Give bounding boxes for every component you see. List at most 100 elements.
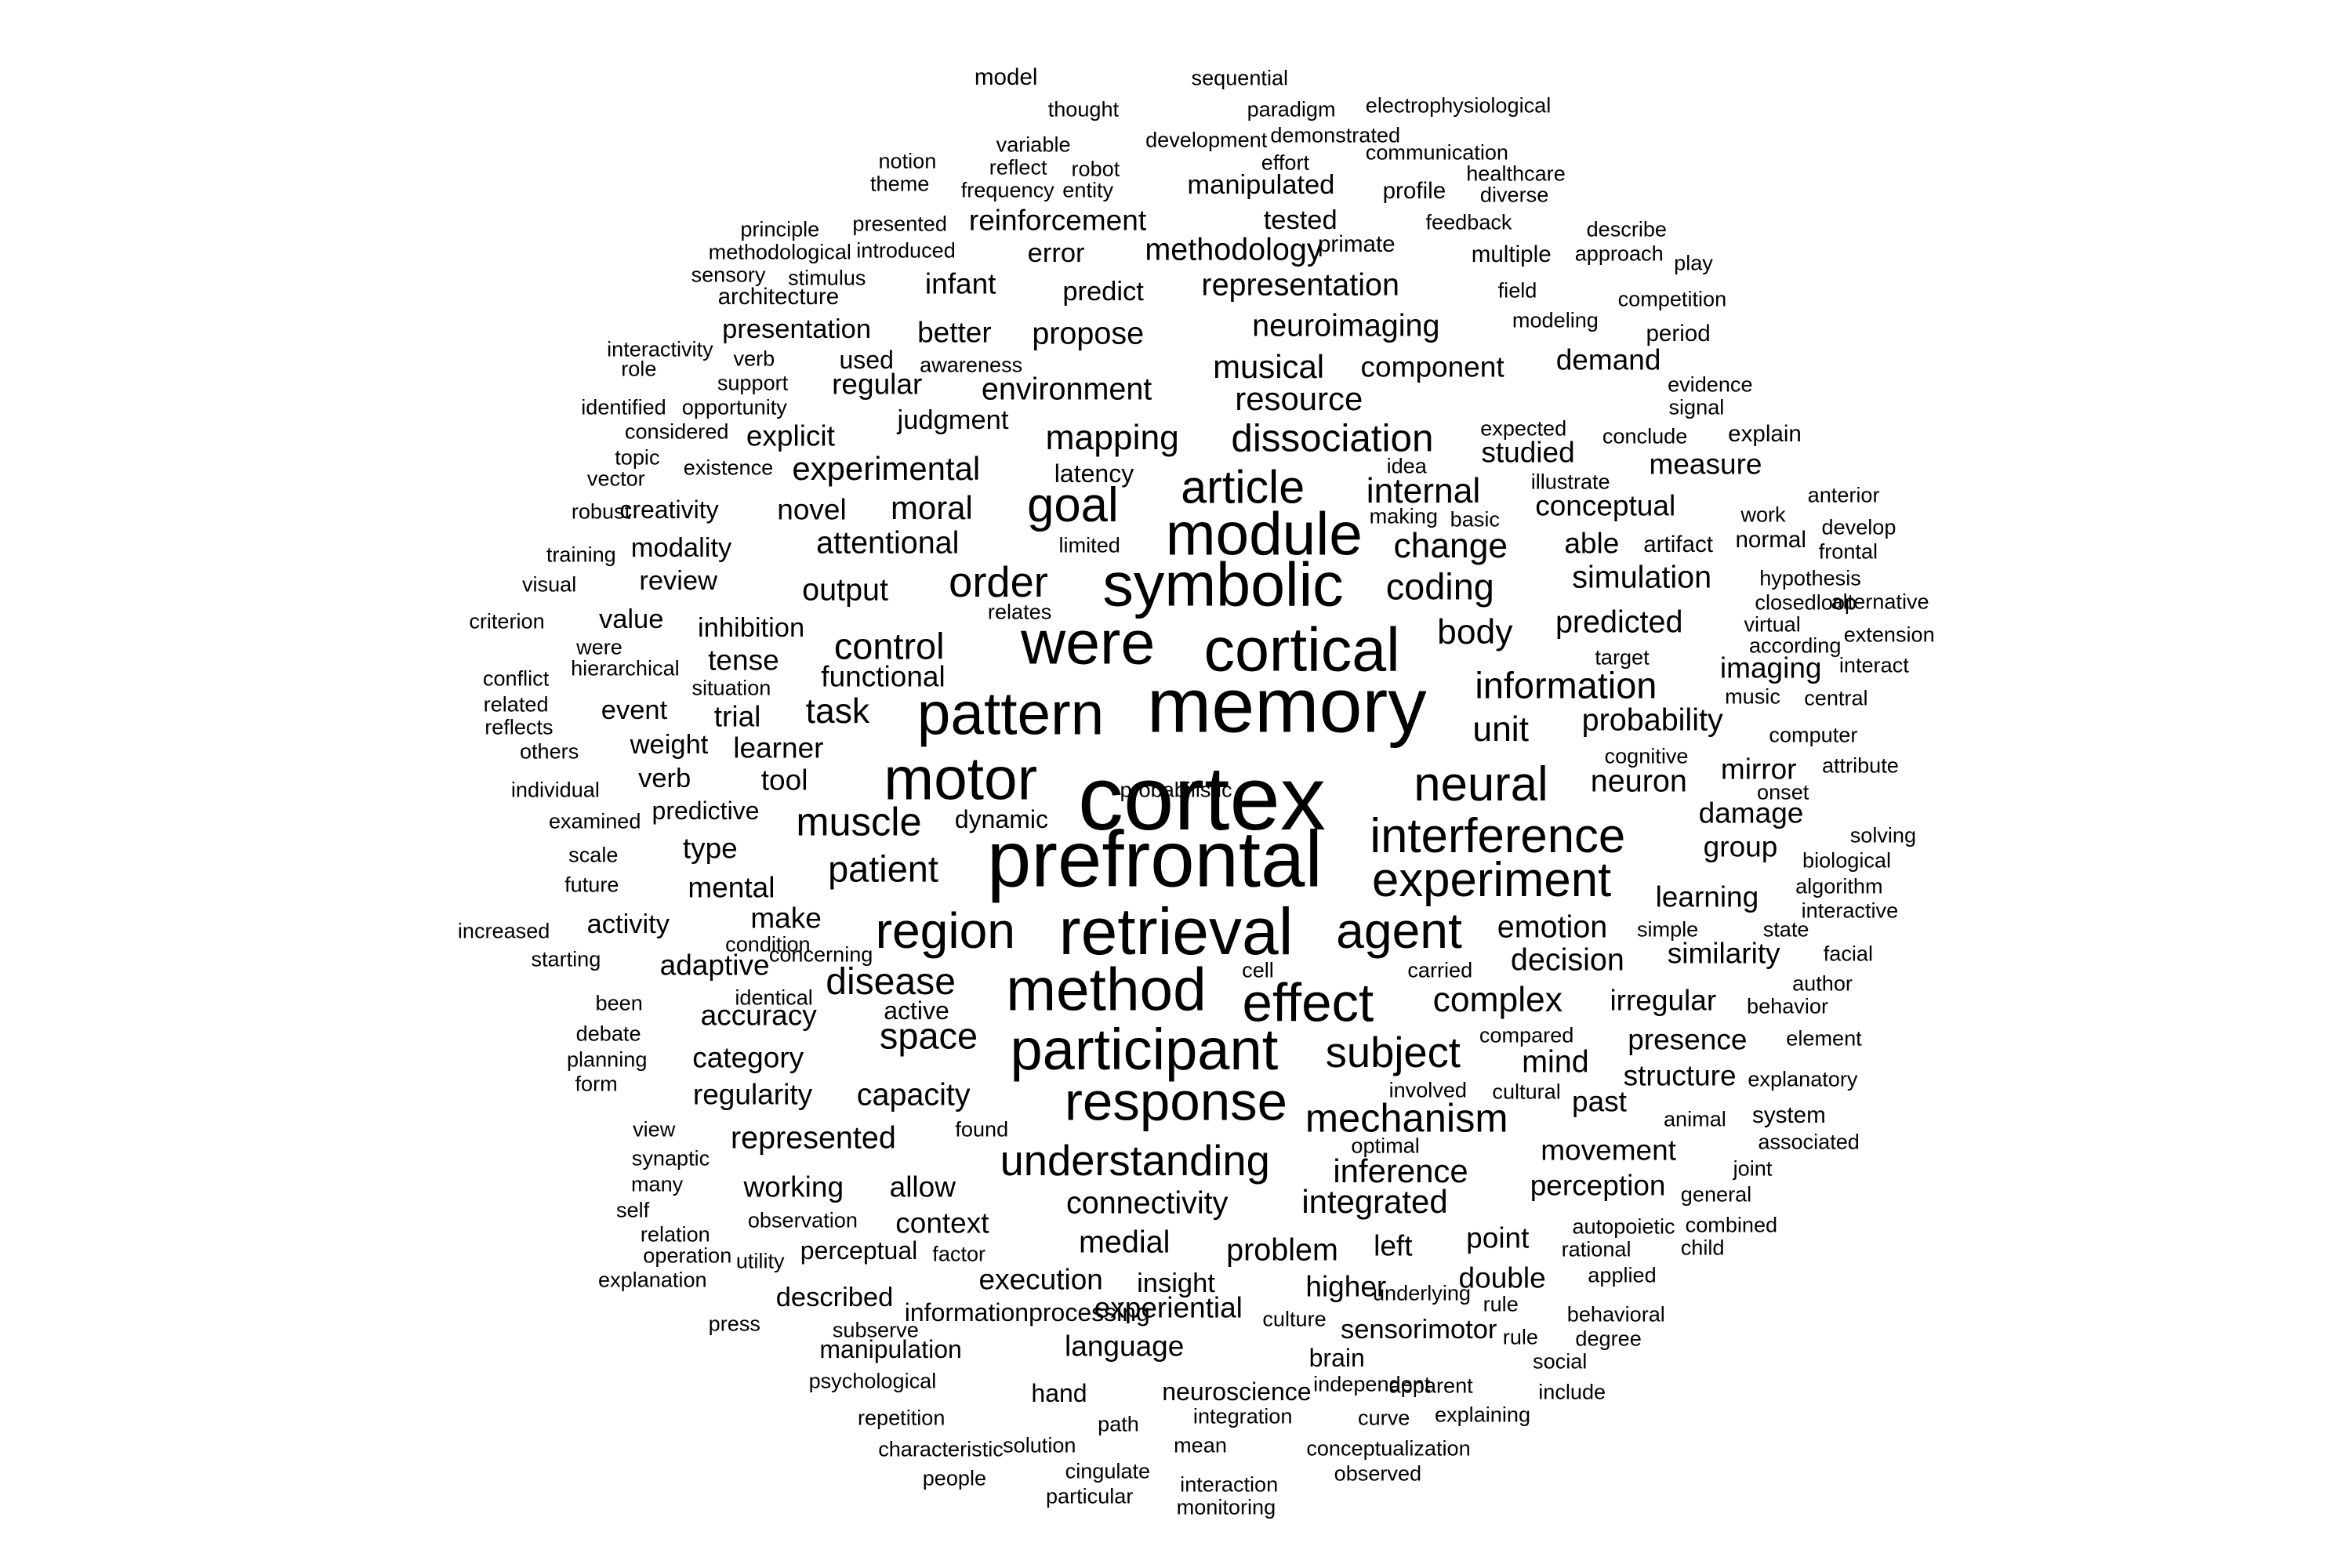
word-combined: combined bbox=[1685, 1212, 1778, 1237]
word-representation: representation bbox=[1201, 267, 1399, 303]
word-form: form bbox=[575, 1071, 618, 1096]
word-learning: learning bbox=[1655, 880, 1759, 913]
word-trial: trial bbox=[713, 700, 761, 732]
word-operation: operation bbox=[643, 1243, 732, 1268]
word-approach: approach bbox=[1574, 241, 1664, 266]
word-synaptic: synaptic bbox=[631, 1145, 710, 1171]
word-utility: utility bbox=[735, 1248, 785, 1273]
word-hypothesis: hypothesis bbox=[1759, 565, 1861, 590]
word-perception: perception bbox=[1530, 1169, 1666, 1202]
word-effort: effort bbox=[1261, 150, 1310, 175]
word-apparent: apparent bbox=[1388, 1373, 1473, 1398]
word-illustrate: illustrate bbox=[1530, 468, 1610, 493]
word-motor: motor bbox=[884, 746, 1038, 813]
word-body: body bbox=[1437, 612, 1513, 652]
word-psychological: psychological bbox=[808, 1368, 937, 1393]
word-interactive: interactive bbox=[1801, 898, 1899, 923]
word-cognitive: cognitive bbox=[1604, 743, 1689, 768]
word-symbolic: symbolic bbox=[1102, 549, 1344, 619]
word-movement: movement bbox=[1541, 1134, 1676, 1167]
word-control: control bbox=[833, 626, 945, 667]
word-healthcare: healthcare bbox=[1466, 161, 1566, 186]
word-agent: agent bbox=[1336, 902, 1462, 959]
word-hand: hand bbox=[1031, 1378, 1087, 1407]
word-manipulated: manipulated bbox=[1187, 169, 1335, 200]
word-author: author bbox=[1792, 971, 1853, 996]
word-criterion: criterion bbox=[469, 608, 545, 633]
word-connectivity: connectivity bbox=[1066, 1185, 1229, 1221]
word-play: play bbox=[1674, 250, 1713, 275]
word-active: active bbox=[884, 996, 949, 1025]
word-press: press bbox=[708, 1311, 760, 1336]
word-general: general bbox=[1680, 1181, 1752, 1207]
word-involved: involved bbox=[1388, 1077, 1467, 1102]
word-target: target bbox=[1595, 644, 1650, 670]
word-type: type bbox=[682, 832, 738, 865]
word-principle: principle bbox=[740, 216, 820, 241]
word-methodological: methodological bbox=[708, 239, 851, 264]
word-condition: condition bbox=[725, 931, 811, 956]
word-associated: associated bbox=[1758, 1128, 1860, 1153]
word-infant: infant bbox=[924, 267, 996, 300]
word-independent: independent bbox=[1313, 1371, 1431, 1396]
word-activity: activity bbox=[586, 909, 670, 939]
word-left: left bbox=[1374, 1229, 1413, 1262]
word-explicit: explicit bbox=[746, 419, 835, 452]
word-accuracy: accuracy bbox=[700, 999, 817, 1032]
word-order: order bbox=[949, 558, 1048, 607]
word-value: value bbox=[598, 604, 664, 634]
word-creativity: creativity bbox=[619, 495, 719, 524]
word-notion: notion bbox=[878, 148, 937, 173]
word-visual: visual bbox=[521, 572, 577, 597]
word-muscle: muscle bbox=[796, 799, 922, 844]
word-medial: medial bbox=[1079, 1225, 1171, 1260]
word-diverse: diverse bbox=[1479, 182, 1549, 207]
word-characteristic: characteristic bbox=[878, 1436, 1004, 1461]
word-double: double bbox=[1458, 1261, 1546, 1294]
word-others: others bbox=[519, 739, 579, 764]
word-compared: compared bbox=[1479, 1022, 1574, 1047]
word-demonstrated: demonstrated bbox=[1270, 122, 1401, 147]
word-introduced: introduced bbox=[856, 238, 956, 263]
word-degree: degree bbox=[1575, 1326, 1642, 1351]
word-method: method bbox=[1006, 956, 1207, 1024]
word-output: output bbox=[802, 572, 889, 608]
word-change: change bbox=[1393, 526, 1508, 565]
word-coding: coding bbox=[1385, 566, 1494, 608]
word-simple: simple bbox=[1636, 916, 1699, 941]
word-irregular: irregular bbox=[1610, 984, 1717, 1016]
word-describe: describe bbox=[1586, 216, 1668, 241]
word-animal: animal bbox=[1663, 1105, 1726, 1131]
word-relation: relation bbox=[640, 1221, 710, 1246]
word-explanation: explanation bbox=[598, 1267, 707, 1292]
word-regularity: regularity bbox=[692, 1078, 813, 1110]
word-opportunity: opportunity bbox=[681, 394, 787, 419]
word-child: child bbox=[1680, 1235, 1725, 1260]
word-inhibition: inhibition bbox=[698, 613, 805, 644]
word-demand: demand bbox=[1555, 343, 1661, 376]
word-able: able bbox=[1564, 527, 1620, 560]
word-integration: integration bbox=[1192, 1403, 1293, 1428]
word-artifact: artifact bbox=[1643, 532, 1713, 557]
word-basic: basic bbox=[1450, 506, 1500, 532]
word-interactivity: interactivity bbox=[607, 336, 713, 361]
word-attribute: attribute bbox=[1821, 752, 1899, 777]
word-curve: curve bbox=[1358, 1405, 1410, 1430]
word-identical: identical bbox=[735, 985, 813, 1010]
word-pattern: pattern bbox=[916, 681, 1105, 748]
word-were: were bbox=[576, 633, 622, 659]
word-error: error bbox=[1027, 238, 1085, 268]
word-described: described bbox=[775, 1282, 894, 1312]
word-development: development bbox=[1145, 127, 1268, 152]
word-reflect: reflect bbox=[989, 154, 1047, 180]
word-higher: higher bbox=[1305, 1270, 1387, 1303]
word-music: music bbox=[1725, 684, 1780, 709]
word-facial: facial bbox=[1823, 940, 1874, 965]
word-neuroscience: neuroscience bbox=[1162, 1377, 1312, 1406]
word-debate: debate bbox=[575, 1021, 641, 1046]
word-interaction: interaction bbox=[1180, 1472, 1279, 1497]
word-moral: moral bbox=[891, 489, 973, 527]
word-brain: brain bbox=[1308, 1344, 1365, 1373]
word-past: past bbox=[1572, 1085, 1627, 1118]
